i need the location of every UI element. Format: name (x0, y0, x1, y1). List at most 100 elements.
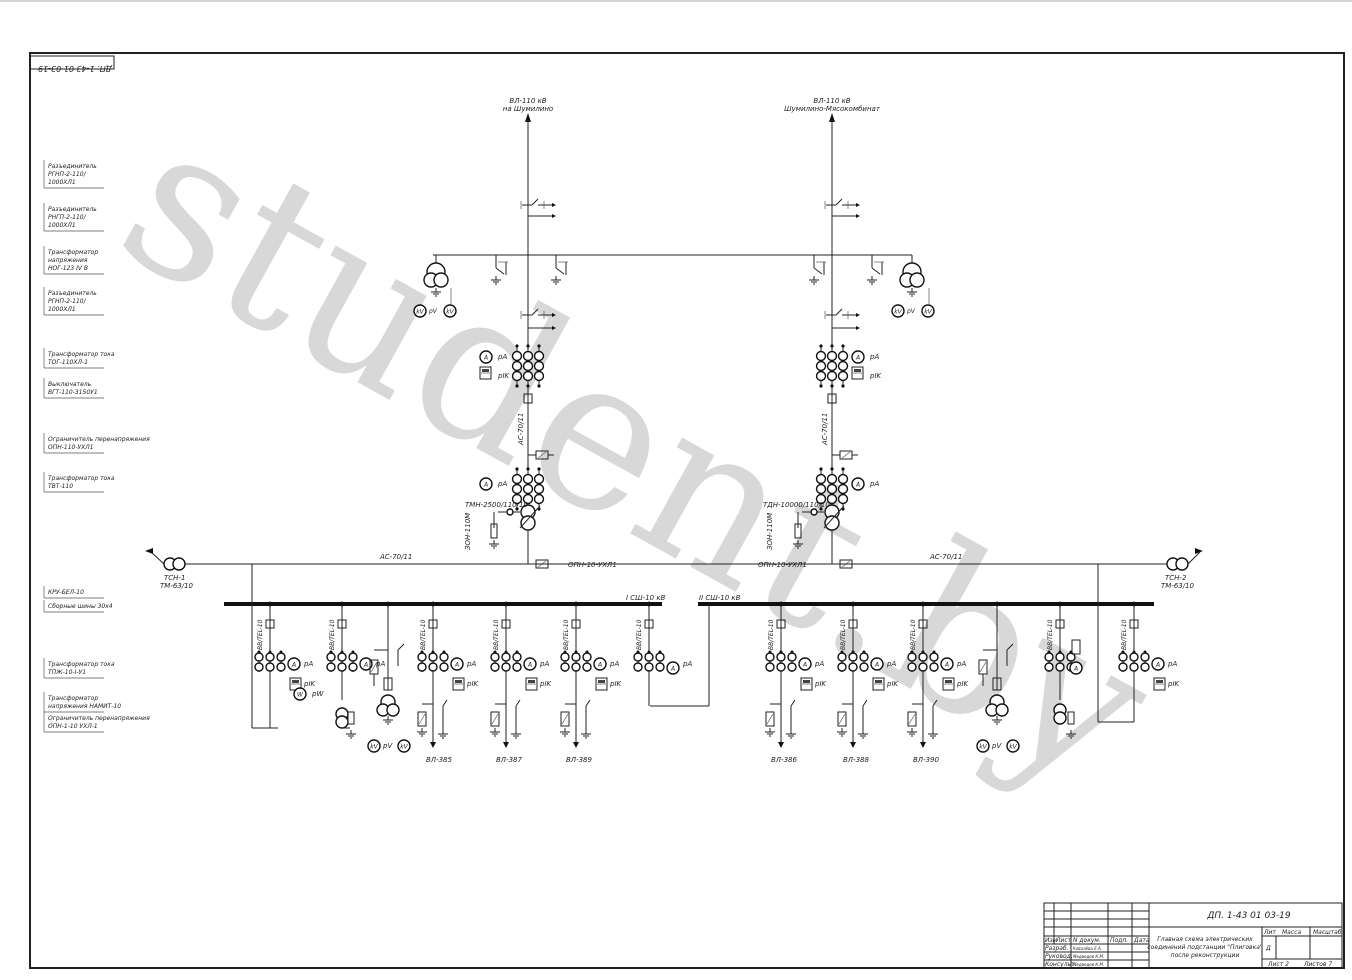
legend-entry-3-line1: Разъединитель (48, 290, 97, 297)
breaker-110-right (827, 393, 837, 404)
meter-kv2-bay-left-label: kV (400, 744, 408, 751)
grounding-right-label: ЗОН-110М (766, 513, 774, 550)
breaker-cell-5 (644, 619, 654, 629)
pa-7: pA (886, 660, 896, 668)
pa-3: pA (539, 660, 549, 668)
legend-entry-1-line1: Разъединитель (48, 206, 97, 213)
ct-upper-left (511, 344, 545, 388)
role-3: Консульт. (1045, 961, 1077, 968)
aux-transformer-left: ТСН-1 ТМ-63/10 (145, 548, 194, 590)
pik-7: pIK (886, 680, 900, 688)
breaker-label-8: ВВ/TEL-10 (910, 619, 917, 650)
scale-header: Масштаб (1313, 929, 1342, 936)
counter-10 (1153, 677, 1166, 691)
wire-label-10-right: АС-70/11 (929, 553, 962, 561)
meter-a-lower-right (851, 477, 865, 491)
feeder-labels: ВЛ-385 ВЛ-387 ВЛ-389 ВЛ-386 ВЛ-388 ВЛ-39… (426, 756, 939, 764)
aux-transformer-right: ТСН-2 ТМ-63/10 (1161, 548, 1203, 590)
grounding-left-label: ЗОН-110М (464, 513, 472, 550)
power-transformer-right-lv (824, 515, 840, 531)
meter-kv-bay-right (976, 739, 990, 753)
meter-kv-bay-left-label: kV (370, 744, 378, 751)
meter-kv2-vt-right (921, 304, 935, 318)
ct-upper-right (815, 344, 849, 388)
counter-7 (872, 677, 885, 691)
meter-a-lower-right-label: A (855, 482, 860, 489)
meter-a-8-label: A (944, 662, 949, 669)
role-2: Руковод. (1045, 953, 1073, 960)
tsn-right-2: ТМ-63/10 (1161, 582, 1195, 590)
ct-lower-right (815, 467, 849, 511)
meter-a-5 (666, 661, 680, 675)
bay-small-vt-left (335, 707, 356, 739)
feeder-vl-385: ВЛ-385 (426, 756, 452, 764)
role-1: Разраб. (1045, 945, 1069, 952)
counter-8 (942, 677, 955, 691)
tsn-right-1: ТСН-2 (1165, 574, 1187, 582)
pa-2: pA (466, 660, 476, 668)
title-line-2: соединений подстанции "Плиговка" (1147, 944, 1263, 951)
pik-0: pIK (303, 680, 317, 688)
meter-kv2-bay-right (1006, 739, 1020, 753)
title-doc-code: ДП. 1-43 01 03-19 (1206, 911, 1291, 921)
top-line-left-1: ВЛ-110 кВ (509, 97, 546, 105)
legend-entry-11-line2: напряжения НАМИТ-10 (48, 703, 121, 710)
meter-a-lower-left (479, 477, 493, 491)
breaker-cell-0 (265, 619, 275, 629)
breaker-cell-7 (848, 619, 858, 629)
lit-value: Д (1265, 945, 1271, 952)
legend-entry-8: КРУ-БЕЛ-10 (43, 586, 104, 599)
meter-a-6 (798, 657, 812, 671)
pv-label-vt-left: pV (428, 308, 438, 315)
pw-left: pW (311, 690, 324, 698)
breaker-110-left (523, 393, 533, 404)
disconnector-top-left (520, 198, 556, 330)
feeder-vl-387: ВЛ-387 (496, 756, 522, 764)
feeder-vl-389: ВЛ-389 (566, 756, 592, 764)
legend-entry-12-line1: Ограничитель перенапряжения (48, 715, 150, 722)
legend-entry-5-line2: ВГТ-110-3150У1 (48, 389, 98, 396)
legend-entry-12-line2: ОПН-1-10 УХЛ-1 (48, 723, 98, 730)
meter-a-2 (450, 657, 464, 671)
lit-header: Лит (1263, 929, 1276, 936)
breaker-cell-9 (1055, 619, 1065, 629)
breaker-label-5: ВВ/TEL-10 (636, 619, 643, 650)
pik-4: pIK (609, 680, 623, 688)
counter-3 (525, 677, 538, 691)
transformer-left-label: ТМН-2500/110/10 (465, 501, 528, 509)
rotated-code-text: ДП. 1-43 01 03-19 (38, 64, 113, 73)
pa-5: pA (682, 660, 692, 668)
title-block: ДП. 1-43 01 03-19 Главная схема электрич… (1043, 902, 1343, 969)
wire-label-right: АС-70/11 (821, 413, 829, 446)
watermark-text: student.by (86, 74, 1190, 834)
breaker-label-7: ВВ/TEL-10 (840, 619, 847, 650)
col-izm: Изм (1045, 937, 1058, 944)
meter-kv2-bay-left (397, 739, 411, 753)
meter-a-4 (593, 657, 607, 671)
meter-a-10-label: A (1155, 662, 1160, 669)
tsn-left-1: ТСН-1 (164, 574, 185, 582)
sheet-count: Листов 7 (1303, 961, 1332, 968)
incoming-line-right: ВЛ-110 кВ Шумилино-Мясокомбинат (784, 97, 881, 122)
meter-a-7-label: A (874, 662, 879, 669)
pik-3: pIK (539, 680, 553, 688)
breaker-label-4: ВВ/TEL-10 (563, 619, 570, 650)
legend-column: РазъединительРГНП-2-110/1000ХЛ1Разъедини… (43, 160, 150, 733)
opn-left-label: ОПН-10-УХЛ1 (568, 561, 617, 569)
meter-a-0-label: A (291, 662, 296, 669)
incoming-line-left: ВЛ-110 кВ на Шумилино (503, 97, 553, 122)
meter-w-left (293, 687, 307, 701)
breaker-cell-4 (571, 619, 581, 629)
pa-10: pA (1167, 660, 1177, 668)
breaker-label-2: ВВ/TEL-10 (420, 619, 427, 650)
name-3: Медведев К.М. (1073, 962, 1104, 967)
pa-6: pA (814, 660, 824, 668)
